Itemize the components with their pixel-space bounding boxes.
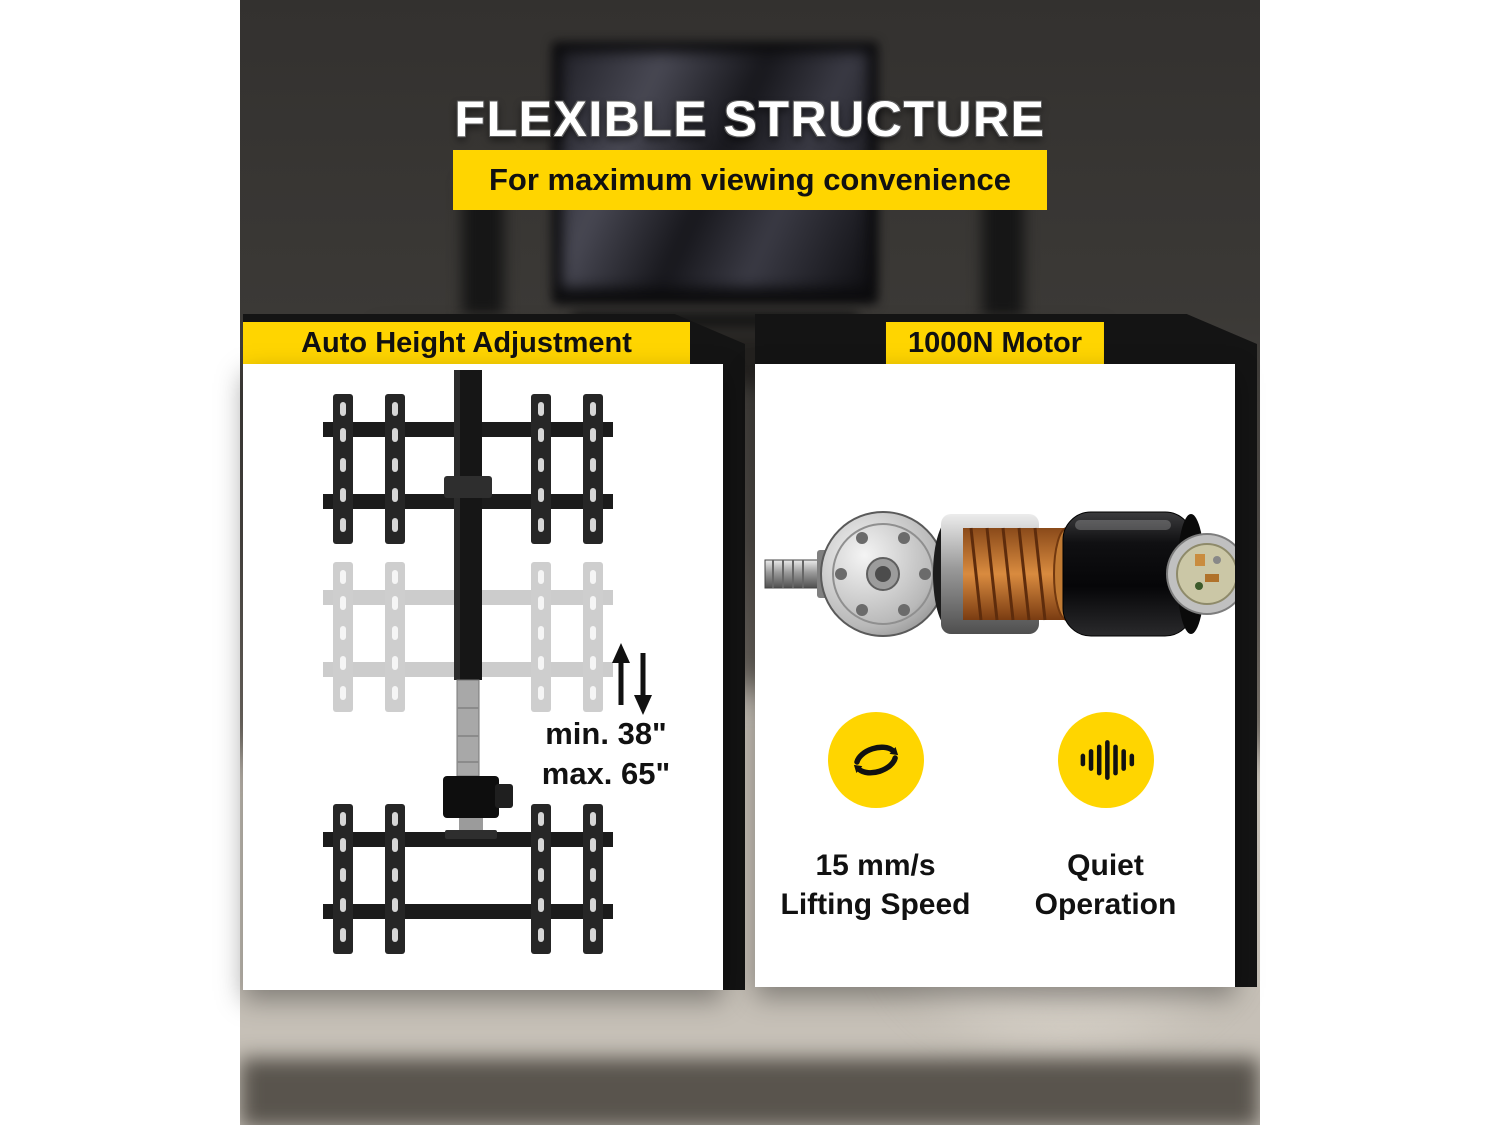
motor-card: 1000N Motor (755, 314, 1257, 987)
rotation-arrows-icon (827, 712, 924, 808)
feature-line-2: Operation (1034, 888, 1177, 921)
page-title: FLEXIBLE STRUCTURE (454, 91, 1046, 147)
feature-quiet-operation: Quiet Operation (1003, 712, 1208, 924)
lift-motor-block (443, 776, 513, 839)
feature-lifting-speed: 15 mm/s Lifting Speed (773, 712, 978, 924)
feature-line-1: Quiet (1067, 849, 1144, 882)
feature-line-1: 15 mm/s (815, 849, 936, 882)
floor-shadow (240, 1058, 1260, 1125)
card-body: min. 38" max. 65" (243, 364, 723, 990)
feature-line-2: Lifting Speed (780, 888, 971, 921)
motor-front-plate (820, 511, 946, 637)
subtitle-banner: For maximum viewing convenience (453, 150, 1047, 210)
card-title: 1000N Motor (885, 322, 1105, 364)
tv-lift-bracket-illustration (243, 370, 652, 990)
lift-column (444, 370, 492, 777)
feature-caption: 15 mm/s Lifting Speed (773, 846, 978, 924)
height-range: min. 38" max. 65" (491, 714, 721, 795)
motor-rotor-windings (933, 514, 1081, 634)
sound-waves-icon (1057, 712, 1154, 808)
feature-caption: Quiet Operation (1003, 846, 1208, 924)
auto-height-card: Auto Height Adjustment (243, 314, 745, 990)
motor-cutaway-illustration (764, 511, 1235, 637)
card-title: Auto Height Adjustment (243, 322, 690, 364)
height-arrows-icon (612, 643, 652, 715)
card-body: 15 mm/s Lifting Speed (755, 364, 1235, 987)
min-height-label: min. 38" (545, 716, 667, 751)
motor-rear-cap (1166, 533, 1235, 615)
max-height-label: max. 65" (541, 756, 671, 792)
